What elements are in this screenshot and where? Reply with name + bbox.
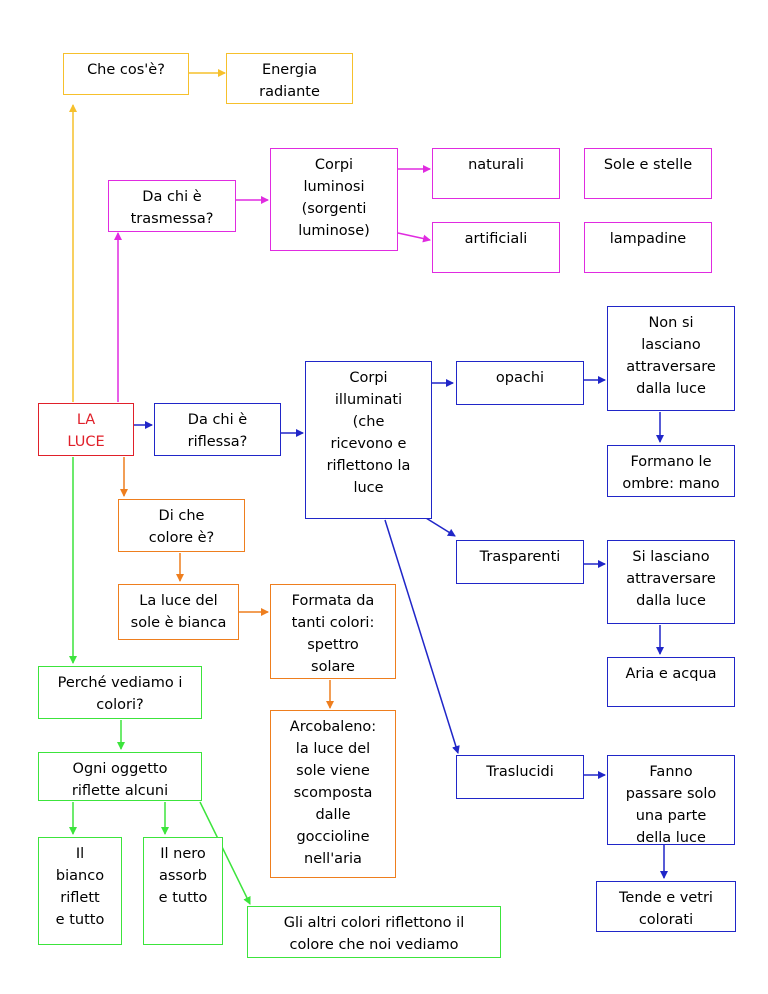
arrow-corpiluminosi-to-artificiali — [397, 232, 431, 243]
node-bianco: Il bianco riflett e tutto — [38, 837, 122, 945]
node-trasmessa: Da chi è trasmessa? — [108, 180, 236, 232]
node-perche-vediamo: Perché vediamo i colori? — [38, 666, 202, 719]
node-lampadine: lampadine — [584, 222, 712, 273]
node-nero: Il nero assorb e tutto — [143, 837, 223, 945]
node-energia-radiante: Energia radiante — [226, 53, 353, 104]
node-aria-acqua: Aria e acqua — [607, 657, 735, 707]
node-formano-ombre: Formano le ombre: mano — [607, 445, 735, 497]
node-arcobaleno: Arcobaleno: la luce del sole viene scomp… — [270, 710, 396, 878]
node-altri-colori: Gli altri colori riflettono il colore ch… — [247, 906, 501, 958]
node-la-luce: LA LUCE — [38, 403, 134, 456]
node-artificiali: artificiali — [432, 222, 560, 273]
node-opachi: opachi — [456, 361, 584, 405]
arrow-corpiilluminati-to-traslucidi — [384, 519, 460, 754]
node-naturali: naturali — [432, 148, 560, 199]
node-corpi-luminosi: Corpi luminosi (sorgenti luminose) — [270, 148, 398, 251]
node-si-lasciano: Si lasciano attraversare dalla luce — [607, 540, 735, 624]
node-di-che-colore: Di che colore è? — [118, 499, 245, 552]
arrow-ogni-to-altri — [199, 801, 251, 905]
node-riflessa: Da chi è riflessa? — [154, 403, 281, 456]
node-fanno-passare: Fanno passare solo una parte della luce — [607, 755, 735, 846]
node-luce-sole-bianca: La luce del sole è bianca — [118, 584, 239, 640]
node-formata-da: Formata da tanti colori: spettro solare — [270, 584, 396, 679]
node-trasparenti: Trasparenti — [456, 540, 584, 584]
node-sole-stelle: Sole e stelle — [584, 148, 712, 199]
node-che-cose: Che cos'è? — [63, 53, 189, 95]
node-tende-vetri: Tende e vetri colorati — [596, 881, 736, 932]
node-corpi-illuminati: Corpi illuminati (che ricevono e riflett… — [305, 361, 432, 519]
node-non-si-lasciano: Non si lasciano attraversare dalla luce — [607, 306, 735, 411]
node-ogni-oggetto: Ogni oggetto riflette alcuni — [38, 752, 202, 801]
node-traslucidi: Traslucidi — [456, 755, 584, 799]
